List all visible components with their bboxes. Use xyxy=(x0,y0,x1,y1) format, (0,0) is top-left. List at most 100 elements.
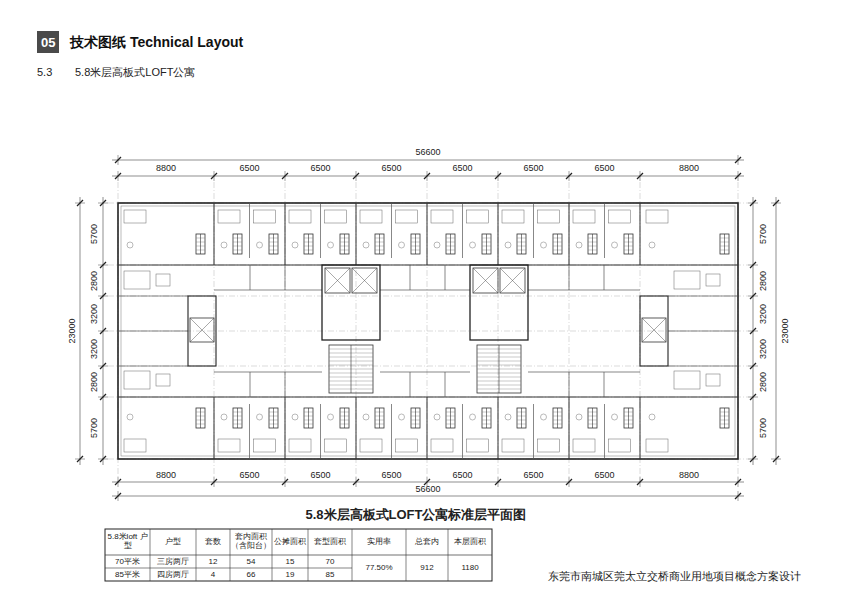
dimension-value: 6500 xyxy=(523,163,543,173)
axis-line xyxy=(427,182,428,477)
wall-line xyxy=(214,203,215,265)
table-symbol xyxy=(257,242,263,248)
wall-line xyxy=(462,404,463,459)
table-cell: 四房两厅 xyxy=(157,570,189,579)
dimension-value: 23000 xyxy=(67,318,77,343)
table-cell: 三房两厅 xyxy=(157,557,189,566)
wall-line xyxy=(250,372,251,397)
dimension-tick xyxy=(115,493,121,499)
axis-line xyxy=(356,182,357,477)
wall-line xyxy=(498,203,499,265)
wall-line xyxy=(249,203,250,258)
axis-line xyxy=(108,397,748,398)
stair-divider xyxy=(521,234,522,254)
dimension-tick xyxy=(353,173,359,179)
dimension-line xyxy=(776,197,777,465)
table-cell: 77.50% xyxy=(365,563,392,572)
stair-outline xyxy=(411,408,420,428)
wall-line xyxy=(427,203,428,265)
table-rule xyxy=(105,555,492,556)
table-cell: 12 xyxy=(209,557,218,566)
dimension-value: 3200 xyxy=(89,303,99,323)
bed-symbol xyxy=(538,210,560,223)
wall-line xyxy=(356,203,357,265)
dimension-tick xyxy=(115,479,121,485)
dimension-tick xyxy=(750,456,756,462)
wall-line xyxy=(445,265,446,290)
stair-outline xyxy=(482,234,491,254)
stair-divider xyxy=(628,234,629,254)
axis-line xyxy=(108,331,748,332)
table-symbol xyxy=(612,414,618,420)
dimension-tick xyxy=(100,328,106,334)
dimension-value: 2800 xyxy=(758,270,768,290)
inner-wall-line xyxy=(121,206,735,456)
bed-symbol xyxy=(467,439,489,452)
stair-outline xyxy=(233,408,242,428)
dimension-tick xyxy=(211,479,217,485)
dimension-tick xyxy=(750,200,756,206)
wall-line xyxy=(380,290,470,291)
stair-outline xyxy=(196,408,205,428)
stair-divider xyxy=(450,408,451,428)
table-symbol xyxy=(505,414,511,420)
table-symbol xyxy=(434,242,440,248)
elevator-cross xyxy=(325,268,350,293)
table-symbol xyxy=(257,414,263,420)
page-title: 技术图纸 Technical Layout xyxy=(70,34,243,50)
wall-line xyxy=(391,203,392,258)
dimension-tick xyxy=(100,293,106,299)
wall-line xyxy=(285,372,286,397)
stair-outline xyxy=(588,234,597,254)
wall-line xyxy=(285,265,286,290)
dimension-value: 6500 xyxy=(452,470,472,480)
table-symbol xyxy=(292,414,298,420)
dimension-value: 6500 xyxy=(381,470,401,480)
stair-outline xyxy=(624,408,633,428)
wall-line xyxy=(445,372,446,397)
axis-line xyxy=(498,182,499,477)
dimension-value: 2800 xyxy=(89,371,99,391)
wall-line xyxy=(118,296,188,297)
wall-line xyxy=(533,203,534,258)
sofa-symbol xyxy=(124,271,150,289)
dimension-value: 8800 xyxy=(679,470,699,480)
wall-line xyxy=(462,203,463,258)
wall-line xyxy=(528,290,640,291)
wall-line xyxy=(118,397,738,398)
bed-symbol xyxy=(124,210,146,223)
dimension-value: 6500 xyxy=(594,470,614,480)
stair-divider xyxy=(521,408,522,428)
dimension-value: 8800 xyxy=(156,163,176,173)
wall-line xyxy=(640,397,641,459)
table-symbol xyxy=(505,242,511,248)
table-header: 套内面积 （含阳台） xyxy=(231,533,271,551)
stair-outline xyxy=(553,408,562,428)
stair-outline xyxy=(720,234,729,254)
dimension-tick xyxy=(100,394,106,400)
wall-line xyxy=(668,296,738,297)
bed-symbol xyxy=(502,439,524,452)
table-symbol xyxy=(221,242,227,248)
wall-line xyxy=(285,203,286,265)
stair-outline xyxy=(269,408,278,428)
table-header: 本层面积 xyxy=(449,538,491,547)
table-header: 总套内 xyxy=(407,538,447,547)
table-header: 5.8米loft 户型 xyxy=(106,533,149,551)
wall-line xyxy=(214,372,322,373)
stair-outline xyxy=(340,234,349,254)
dimension-tick xyxy=(77,200,83,206)
dimension-tick xyxy=(735,479,741,485)
wall-line xyxy=(410,372,411,397)
partition-walls xyxy=(118,203,738,459)
sofa-symbol xyxy=(124,371,150,389)
table-symbol xyxy=(221,414,227,420)
stair-outline xyxy=(588,408,597,428)
table-symbol xyxy=(292,242,298,248)
stair-outline xyxy=(233,234,242,254)
bed-symbol xyxy=(431,439,453,452)
stair-divider xyxy=(344,234,345,254)
table-cell: 15 xyxy=(286,557,295,566)
dimension-line xyxy=(80,197,81,465)
elevator-cross xyxy=(352,268,377,293)
